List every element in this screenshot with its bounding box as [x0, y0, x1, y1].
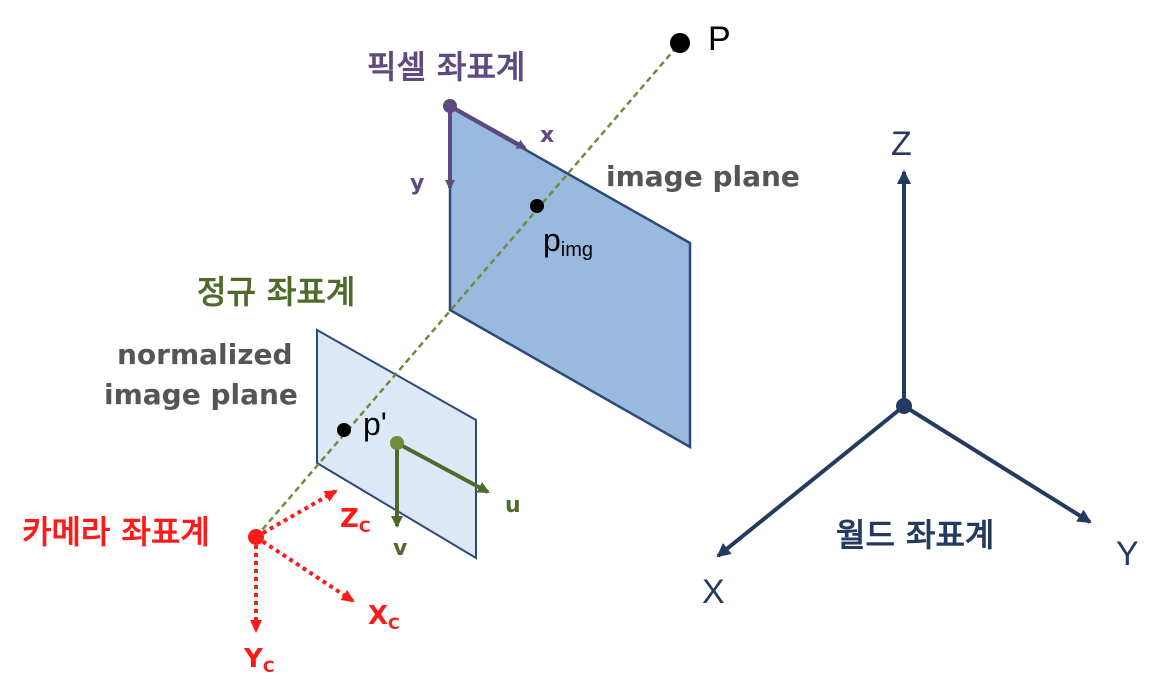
projection-ray	[255, 42, 681, 538]
camera-y-main: Y	[243, 644, 264, 674]
world-y-label: Y	[1116, 535, 1139, 573]
camera-y-label: YC	[243, 644, 275, 676]
camera-z-main: Z	[340, 504, 359, 534]
world-origin-dot	[896, 398, 912, 414]
normalized-coord-title: 정규 좌표계	[197, 273, 355, 311]
world-y-axis-arrow	[902, 404, 1092, 524]
pixel-x-axis-arrow	[449, 104, 527, 150]
pixel-x-label: x	[540, 123, 554, 148]
camera-z-axis-arrow	[255, 489, 338, 539]
normalized-u-label: u	[505, 493, 521, 518]
normalized-origin-dot	[390, 436, 404, 450]
p-img-main: p	[543, 222, 561, 258]
world-x-label: X	[702, 573, 725, 611]
camera-x-main: X	[368, 601, 388, 631]
camera-z-subscript: C	[359, 517, 371, 536]
camera-coord-title: 카메라 좌표계	[22, 513, 210, 551]
p-img-subscript: img	[561, 239, 593, 261]
p-img-dot	[530, 199, 544, 213]
p-prime-dot	[337, 423, 351, 437]
camera-x-label: XC	[368, 601, 400, 633]
normalized-v-label: v	[393, 536, 408, 561]
pixel-origin-dot	[443, 99, 457, 113]
point-P-label: P	[708, 20, 731, 58]
world-x-axis-arrow	[716, 404, 906, 558]
image-plane	[448, 104, 692, 450]
p-img-label: pimg	[543, 222, 593, 261]
camera-x-axis-arrow	[254, 535, 355, 603]
camera-z-label: ZC	[340, 504, 371, 536]
pixel-y-label: y	[410, 171, 424, 196]
image-plane-label: image plane	[606, 160, 800, 193]
p-prime-label: p'	[363, 406, 387, 442]
world-z-label: Z	[891, 125, 912, 163]
pixel-coord-title: 픽셀 좌표계	[367, 48, 525, 86]
normalized-plane-label-line2: image plane	[104, 378, 298, 411]
point-P-dot	[670, 33, 690, 53]
normalized-plane-label-line1: normalized	[117, 338, 293, 371]
camera-y-subscript: C	[263, 657, 275, 676]
world-coord-title: 월드 좌표계	[836, 516, 994, 554]
camera-x-subscript: C	[388, 614, 400, 633]
camera-origin-dot	[248, 529, 264, 545]
normalized-u-axis-arrow	[396, 441, 490, 494]
